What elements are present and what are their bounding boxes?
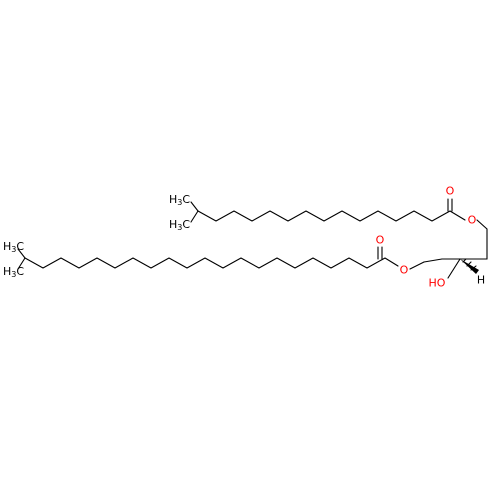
- glycerol-c2-to-oh: [447, 258, 461, 279]
- glycerol-c3-up: [423, 258, 443, 263]
- ester-o-label-bottom: O: [400, 264, 409, 277]
- stereo-hash-1: [462, 258, 467, 263]
- stereo-hash-3: [470, 265, 477, 271]
- stereo-wedge: [460, 259, 479, 274]
- stereo-h-label: H: [477, 274, 485, 287]
- ester-o-label-top: O: [468, 214, 477, 227]
- atom-labels: H3C H3C H3C H3C O O O O HO H: [3, 185, 485, 290]
- methyl-label-bottom-upper: H3C: [3, 240, 24, 254]
- lower-methyl-bond-1: [17, 248, 26, 259]
- carbonyl-o-label-top: O: [446, 185, 455, 198]
- upper-methyl-bond-2: [190, 210, 199, 223]
- carbonyl-o-label-bottom: O: [376, 234, 385, 247]
- glycerol-backbone: [409, 258, 488, 279]
- hydroxyl-label: HO: [429, 277, 446, 290]
- lower-chain-backbone: [24, 257, 399, 269]
- methyl-label-bottom-lower: H3C: [3, 265, 24, 279]
- upper-methyl-bond-1: [190, 201, 199, 212]
- upper-acyl-chain: [190, 198, 488, 260]
- upper-chain-backbone: [197, 210, 466, 222]
- upper-ester-o-bond: [476, 219, 488, 230]
- stereo-hash-2: [466, 261, 472, 267]
- methyl-label-top-upper: H3C: [169, 193, 190, 207]
- lower-methyl-bond-2: [17, 257, 26, 270]
- lower-acyl-chain: [17, 246, 399, 270]
- lower-ester-o-bond: [409, 261, 425, 270]
- methyl-label-top-lower: H3C: [169, 218, 190, 232]
